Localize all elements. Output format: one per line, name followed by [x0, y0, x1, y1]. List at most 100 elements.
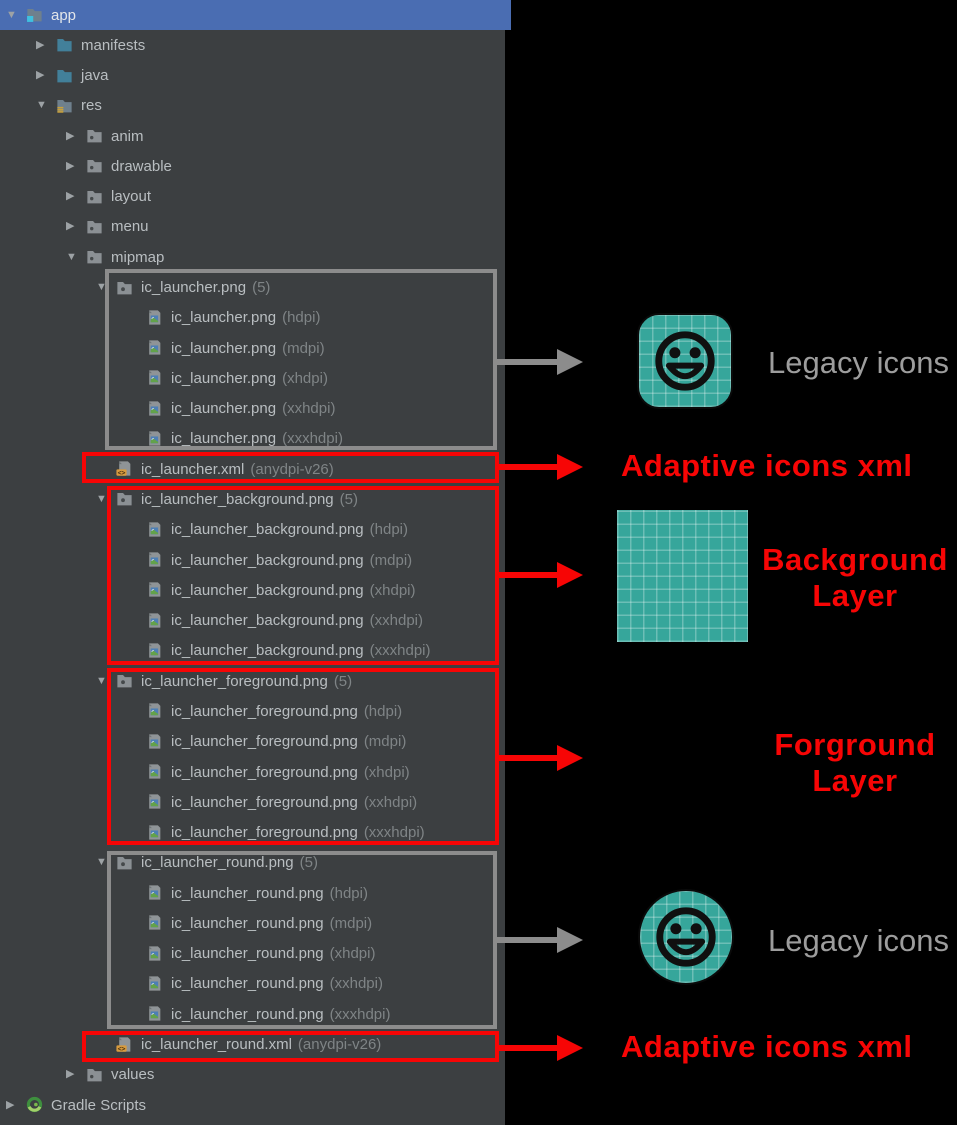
chevron-collapsed-icon[interactable]: ▶ — [66, 190, 75, 203]
tree-row[interactable]: ic_launcher_foreground.png (mdpi) — [0, 727, 631, 757]
group-icon — [116, 490, 138, 508]
tree-row[interactable]: ▼ic_launcher_round.png(5) — [0, 848, 601, 878]
tree-row[interactable]: ▼ic_launcher_background.png(5) — [0, 484, 601, 514]
tree-row[interactable]: ▶menu — [0, 212, 571, 242]
tree-row[interactable]: ic_launcher.png(xxhdpi) — [0, 394, 631, 424]
chevron-expanded-icon[interactable]: ▼ — [96, 674, 107, 687]
tree-row-label: ic_launcher_round.png — [171, 914, 324, 932]
tree-row[interactable]: ic_launcher_round.png(xhdpi) — [0, 939, 631, 969]
chevron-expanded-icon[interactable]: ▼ — [66, 250, 77, 263]
tree-row-label: ic_launcher.png — [171, 309, 277, 327]
tree-row[interactable]: ▼ic_launcher_foreground.png(5) — [0, 666, 601, 696]
tree-row-qualifier: (mdpi) — [363, 733, 407, 751]
chevron-collapsed-icon[interactable]: ▶ — [66, 159, 75, 172]
tree-row-label: app — [51, 6, 77, 24]
round-adaptive-icons-xml-label: Adaptive icons xml — [621, 1029, 913, 1064]
legacy-round-launcher-icon — [638, 889, 734, 985]
image-icon — [146, 1005, 168, 1023]
tree-row[interactable]: <>ic_launcher_round.xml(anydpi-v26) — [0, 1030, 601, 1060]
highlight-box-legacy-group — [105, 269, 497, 450]
tree-row[interactable]: ic_launcher_background.png(xhdpi) — [0, 575, 631, 605]
svg-text:<>: <> — [118, 469, 126, 477]
chevron-collapsed-icon[interactable]: ▶ — [36, 38, 45, 51]
tree-row[interactable]: ic_launcher_round.png(hdpi) — [0, 878, 631, 908]
tree-row[interactable]: ic_launcher_background.png(xxhdpi) — [0, 606, 631, 636]
highlight-box-round-adaptive-xml — [82, 1031, 499, 1062]
tree-row-label: ic_launcher_foreground.png — [171, 763, 358, 781]
tree-row[interactable]: ic_launcher_background.png(hdpi) — [0, 515, 631, 545]
background-layer-label: Background Layer — [762, 542, 948, 613]
image-icon — [146, 309, 168, 327]
tree-row[interactable]: ic_launcher_round.png(mdpi) — [0, 908, 631, 938]
tree-row[interactable]: ▶Gradle Scripts — [0, 1090, 511, 1120]
tree-row[interactable]: <>ic_launcher.xml(anydpi-v26) — [0, 454, 601, 484]
tree-row[interactable]: ic_launcher_background.png(xxxhdpi) — [0, 636, 631, 666]
tree-row-qualifier: (xhdpi) — [282, 369, 328, 387]
chevron-expanded-icon[interactable]: ▼ — [96, 856, 107, 869]
tree-row[interactable]: ▶manifests — [0, 30, 541, 60]
tree-row-label: res — [81, 97, 102, 115]
tree-row-label: ic_launcher_round.xml — [141, 1036, 292, 1054]
image-icon — [146, 339, 168, 357]
tree-row-label: ic_launcher_background.png — [171, 551, 364, 569]
tree-row[interactable]: ic_launcher_round.png(xxhdpi) — [0, 969, 631, 999]
tree-row[interactable]: ▼ res — [0, 91, 541, 121]
tree-row[interactable]: ic_launcher.png(xhdpi) — [0, 363, 631, 393]
gradle-icon — [26, 1096, 48, 1114]
tree-row-label: ic_launcher_background.png — [171, 642, 364, 660]
tree-row-label: ic_launcher_round.png — [171, 975, 324, 993]
image-icon — [146, 793, 168, 811]
legacy-icons-arrow — [497, 349, 583, 375]
tree-row[interactable]: ic_launcher_background.png(mdpi) — [0, 545, 631, 575]
tree-row[interactable]: ic_launcher_foreground.png(xxhdpi) — [0, 787, 631, 817]
tree-row[interactable]: ▼ic_launcher.png(5) — [0, 273, 601, 303]
tree-row-qualifier: (5) — [299, 854, 318, 872]
tree-row-qualifier: (anydpi-v26) — [297, 1036, 382, 1054]
tree-row-qualifier: (xxxhdpi) — [363, 824, 425, 842]
folder-gray-icon — [86, 1066, 108, 1084]
folder-res-icon — [56, 97, 78, 115]
chevron-collapsed-icon[interactable]: ▶ — [66, 1068, 75, 1081]
tree-row[interactable]: ic_launcher_foreground.png(xxxhdpi) — [0, 818, 631, 848]
chevron-collapsed-icon[interactable]: ▶ — [66, 129, 75, 142]
chevron-collapsed-icon[interactable]: ▶ — [36, 69, 45, 82]
legacy-round-icons-label: Legacy icons — [768, 923, 949, 958]
tree-row-label: ic_launcher_round.png — [171, 1005, 324, 1023]
chevron-expanded-icon[interactable]: ▼ — [6, 8, 17, 21]
tree-row-label: ic_launcher.png — [141, 279, 247, 297]
tree-row-qualifier: (xhdpi) — [369, 581, 416, 599]
tree-row[interactable]: ▶anim — [0, 121, 571, 151]
tree-row-label: ic_launcher.xml — [141, 460, 245, 478]
tree-row[interactable]: ▶java — [0, 61, 541, 91]
forground-layer-label: Forground Layer — [774, 727, 936, 798]
tree-row-qualifier: (hdpi) — [329, 884, 368, 902]
tree-row[interactable]: ▶layout — [0, 182, 571, 212]
tree-row[interactable]: ic_launcher_foreground.png (xhdpi) — [0, 757, 631, 787]
tree-row[interactable]: ic_launcher_foreground.png(hdpi) — [0, 696, 631, 726]
chevron-collapsed-icon[interactable]: ▶ — [66, 220, 75, 233]
tree-row[interactable]: ▼mipmap — [0, 242, 571, 272]
tree-row[interactable]: ic_launcher.png(hdpi) — [0, 303, 631, 333]
tree-row[interactable]: ▼ app — [0, 0, 511, 30]
round-adaptive-xml-arrow — [499, 1035, 583, 1061]
tree-row-label: ic_launcher_background.png — [141, 490, 334, 508]
tree-row-qualifier: (xhdpi) — [363, 763, 410, 781]
chevron-collapsed-icon[interactable]: ▶ — [6, 1098, 15, 1111]
tree-row[interactable]: ic_launcher.png(xxxhdpi) — [0, 424, 631, 454]
highlight-box-adaptive-xml — [82, 452, 499, 483]
tree-row[interactable]: ▶drawable — [0, 151, 571, 181]
background-layer-preview — [617, 510, 748, 642]
chevron-expanded-icon[interactable]: ▼ — [96, 281, 107, 294]
tree-row[interactable]: ic_launcher.png(mdpi) — [0, 333, 631, 363]
adaptive-icons-xml-label: Adaptive icons xml — [621, 448, 913, 483]
tree-row[interactable]: ic_launcher_round.png(xxxhdpi) — [0, 999, 631, 1029]
tree-row-label: ic_launcher.png — [171, 400, 277, 418]
chevron-expanded-icon[interactable]: ▼ — [96, 492, 107, 505]
tree-row-label: ic_launcher_foreground.png — [171, 733, 358, 751]
chevron-expanded-icon[interactable]: ▼ — [36, 99, 47, 112]
module-icon — [26, 6, 48, 24]
legacy-icons-label: Legacy icons — [768, 345, 949, 380]
tree-row[interactable]: ▶values — [0, 1060, 571, 1090]
image-icon — [146, 612, 168, 630]
tree-row-qualifier: (hdpi) — [363, 702, 403, 720]
